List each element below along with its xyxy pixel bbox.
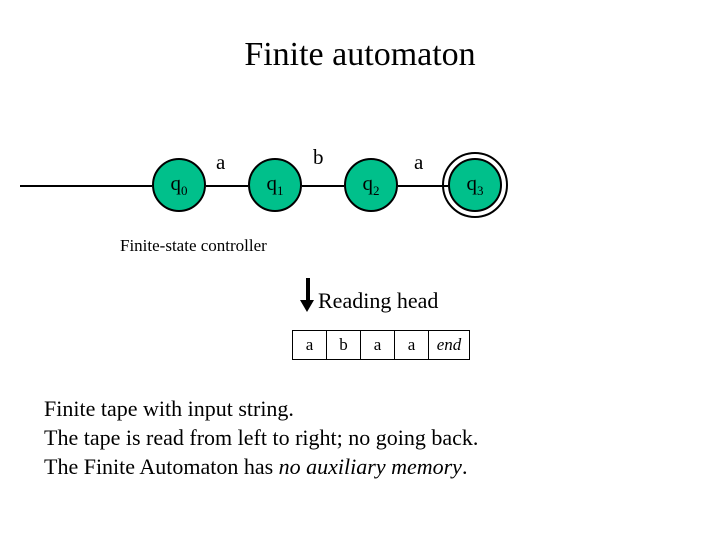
state-q0-label: q0 xyxy=(170,170,188,199)
state-q1[interactable]: q1 xyxy=(248,158,302,212)
tape-cell: b xyxy=(327,331,361,359)
tape: a b a a end xyxy=(292,330,470,360)
tape-cell: a xyxy=(293,331,327,359)
tape-cell-end: end xyxy=(436,335,462,354)
note-line-1: Finite tape with input string. xyxy=(44,396,294,421)
tape-cell: a xyxy=(361,331,395,359)
transition-label-b: b xyxy=(313,145,324,169)
note-line-2: The tape is read from left to right; no … xyxy=(44,425,479,451)
note-line-3-suffix: . xyxy=(461,454,468,480)
finite-state-controller-caption: Finite-state controller xyxy=(120,236,267,255)
accept-state-outer-ring xyxy=(442,152,508,218)
note-line-3: The Finite Automaton has no auxiliary me… xyxy=(44,452,478,481)
transition-edge-q0-q1 xyxy=(206,185,248,187)
state-q3-label: q3 xyxy=(466,170,484,199)
transition-label-a-2: a xyxy=(414,150,424,174)
transition-edge-q1-q2 xyxy=(302,185,344,187)
tape-cell: a xyxy=(395,331,429,359)
state-q2-label: q2 xyxy=(362,170,380,199)
finite-automaton-diagram: a b a q0 q1 q2 q3 xyxy=(0,140,720,240)
state-q1-label: q1 xyxy=(266,170,284,199)
state-q0[interactable]: q0 xyxy=(152,158,206,212)
notes-block: Finite tape with input string. The tape … xyxy=(44,394,478,481)
state-q3[interactable]: q3 xyxy=(448,158,502,212)
transition-edge-q2-q3 xyxy=(398,185,448,187)
reading-head-arrow-icon xyxy=(300,300,314,312)
state-q2[interactable]: q2 xyxy=(344,158,398,212)
note-line-3-emphasis: no auxiliary memory xyxy=(278,454,462,480)
reading-head-arrow-shaft xyxy=(306,278,310,304)
transition-label-a-1: a xyxy=(216,150,226,174)
reading-head-label: Reading head xyxy=(318,288,439,313)
start-arrow xyxy=(20,185,152,187)
page-title: Finite automaton xyxy=(244,36,476,73)
note-line-3-prefix: The Finite Automaton has xyxy=(44,454,279,480)
